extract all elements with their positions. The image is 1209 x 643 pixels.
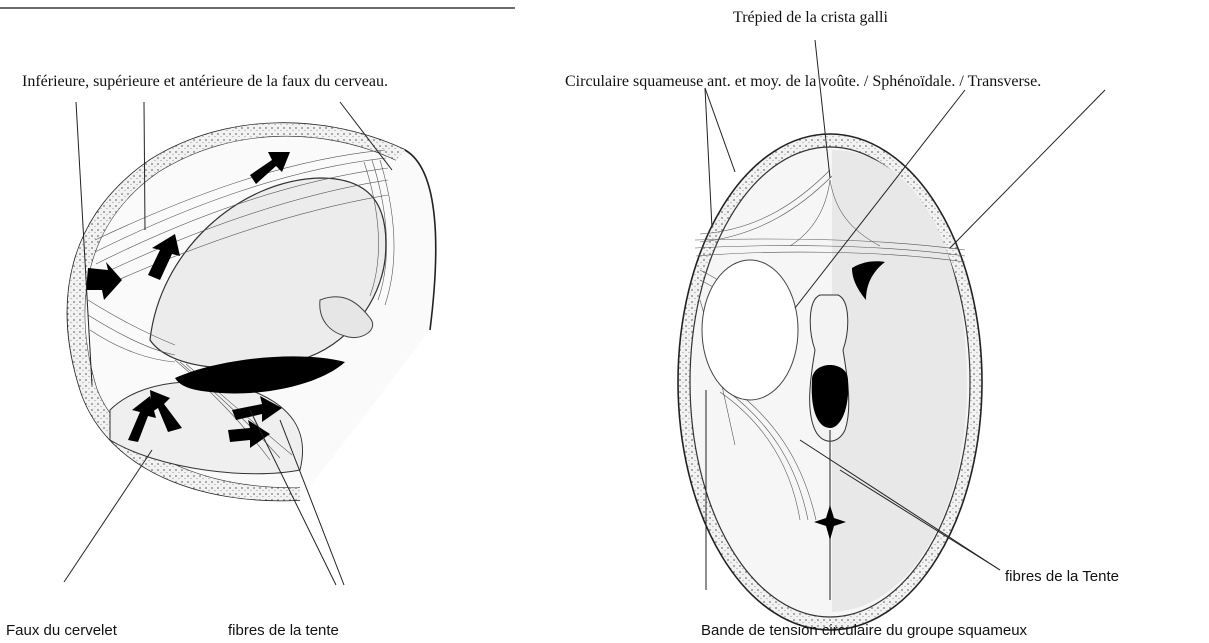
label-crista-galli: Trépied de la crista galli (733, 9, 888, 27)
right-skull-figure (678, 134, 982, 630)
label-squamous-band: Bande de tension circulaire du groupe sq… (701, 622, 1027, 639)
label-falx-cerebri: Inférieure, supérieure et antérieure de … (22, 73, 388, 91)
middle-fossa-left (702, 260, 798, 400)
left-skull-figure (67, 123, 435, 500)
label-tent-fibres-right: fibres de la Tente (1005, 568, 1119, 585)
label-tent-fibres-left: fibres de la tente (228, 622, 339, 639)
label-falx-cerebelli: Faux du cervelet (6, 622, 117, 639)
right-fossa-shade (832, 150, 967, 612)
label-circular-bands: Circulaire squameuse ant. et moy. de la … (565, 73, 1041, 91)
